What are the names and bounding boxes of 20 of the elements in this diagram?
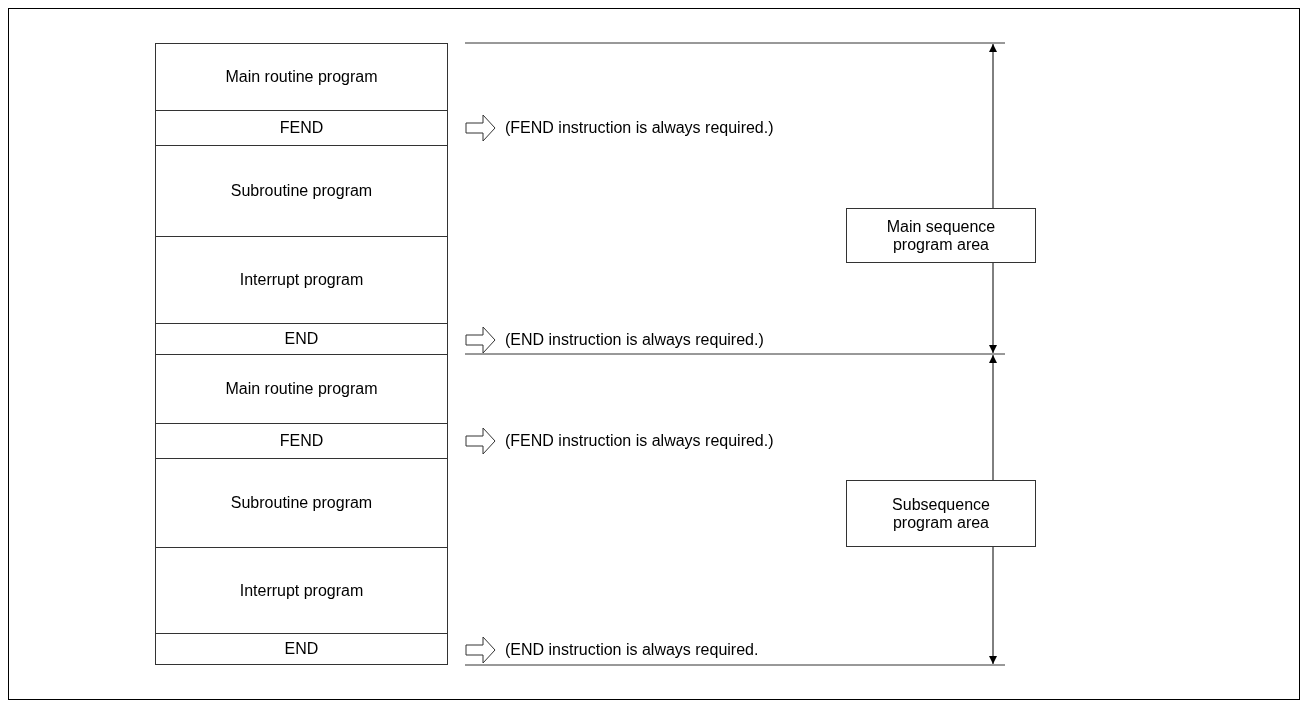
memory-segment: END: [155, 633, 448, 665]
memory-segment: FEND: [155, 423, 448, 459]
hollow-arrow: [465, 114, 496, 142]
area-label-box: Subsequence program area: [846, 480, 1036, 547]
note-text: (FEND instruction is always required.): [505, 428, 774, 454]
area-label-box: Main sequence program area: [846, 208, 1036, 263]
hollow-arrow: [465, 326, 496, 354]
memory-segment: FEND: [155, 110, 448, 146]
memory-segment: Subroutine program: [155, 145, 448, 237]
note-text: (END instruction is always required.): [505, 327, 764, 353]
hollow-arrow: [465, 427, 496, 455]
memory-segment: Interrupt program: [155, 236, 448, 324]
note-text: (FEND instruction is always required.): [505, 115, 774, 141]
memory-segment: Interrupt program: [155, 547, 448, 634]
memory-segment: Main routine program: [155, 354, 448, 424]
memory-segment: Subroutine program: [155, 458, 448, 548]
memory-segment: END: [155, 323, 448, 355]
note-text: (END instruction is always required.: [505, 637, 759, 663]
hollow-arrow: [465, 636, 496, 664]
memory-segment: Main routine program: [155, 43, 448, 111]
